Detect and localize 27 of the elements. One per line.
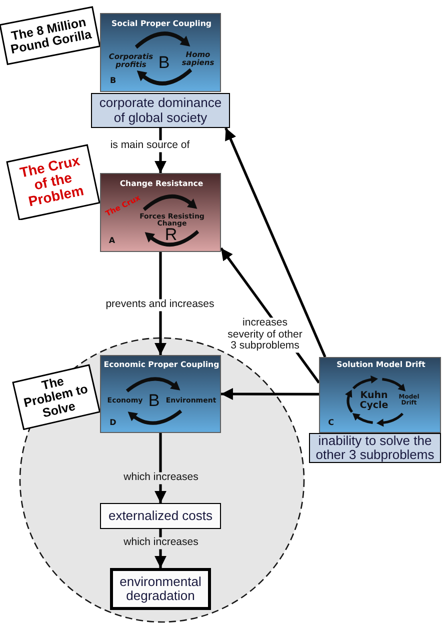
panel-letter: A xyxy=(108,236,116,246)
edge-label: increases severity of other 3 subproblems xyxy=(225,318,305,352)
process-box: externalized costs xyxy=(100,503,221,529)
outcome-box: environmental degradation xyxy=(110,568,211,610)
loop-letter: R xyxy=(164,226,178,244)
loop-panel xyxy=(319,357,441,433)
edge-label: prevents and increases xyxy=(104,299,216,311)
callout-box: The 8 Million Pound Gorilla xyxy=(0,6,101,66)
callout-box: The Problem to Solve xyxy=(12,364,100,430)
edge-label: which increases xyxy=(122,537,200,549)
edge-label: which increases xyxy=(122,472,200,484)
arrow xyxy=(224,127,326,358)
loop-letter: B xyxy=(158,54,170,72)
statement-box: corporate dominance of global society xyxy=(91,93,230,128)
panel-letter: D xyxy=(110,418,116,428)
panel-letter: C xyxy=(328,418,334,428)
arrow xyxy=(154,252,166,355)
edge-label: is main source of xyxy=(109,140,191,152)
loop-label: Kuhn Cycle xyxy=(358,391,390,411)
callout-box: The Crux of the Problem xyxy=(6,144,100,220)
panel-letter: B xyxy=(110,76,116,86)
loop-panel xyxy=(100,355,221,433)
loop-letter: B xyxy=(148,392,160,410)
arrow xyxy=(221,388,319,400)
statement-box: inability to solve the other 3 subproblems xyxy=(309,433,441,463)
loop-panel xyxy=(100,13,221,92)
loop-panel xyxy=(100,173,221,252)
